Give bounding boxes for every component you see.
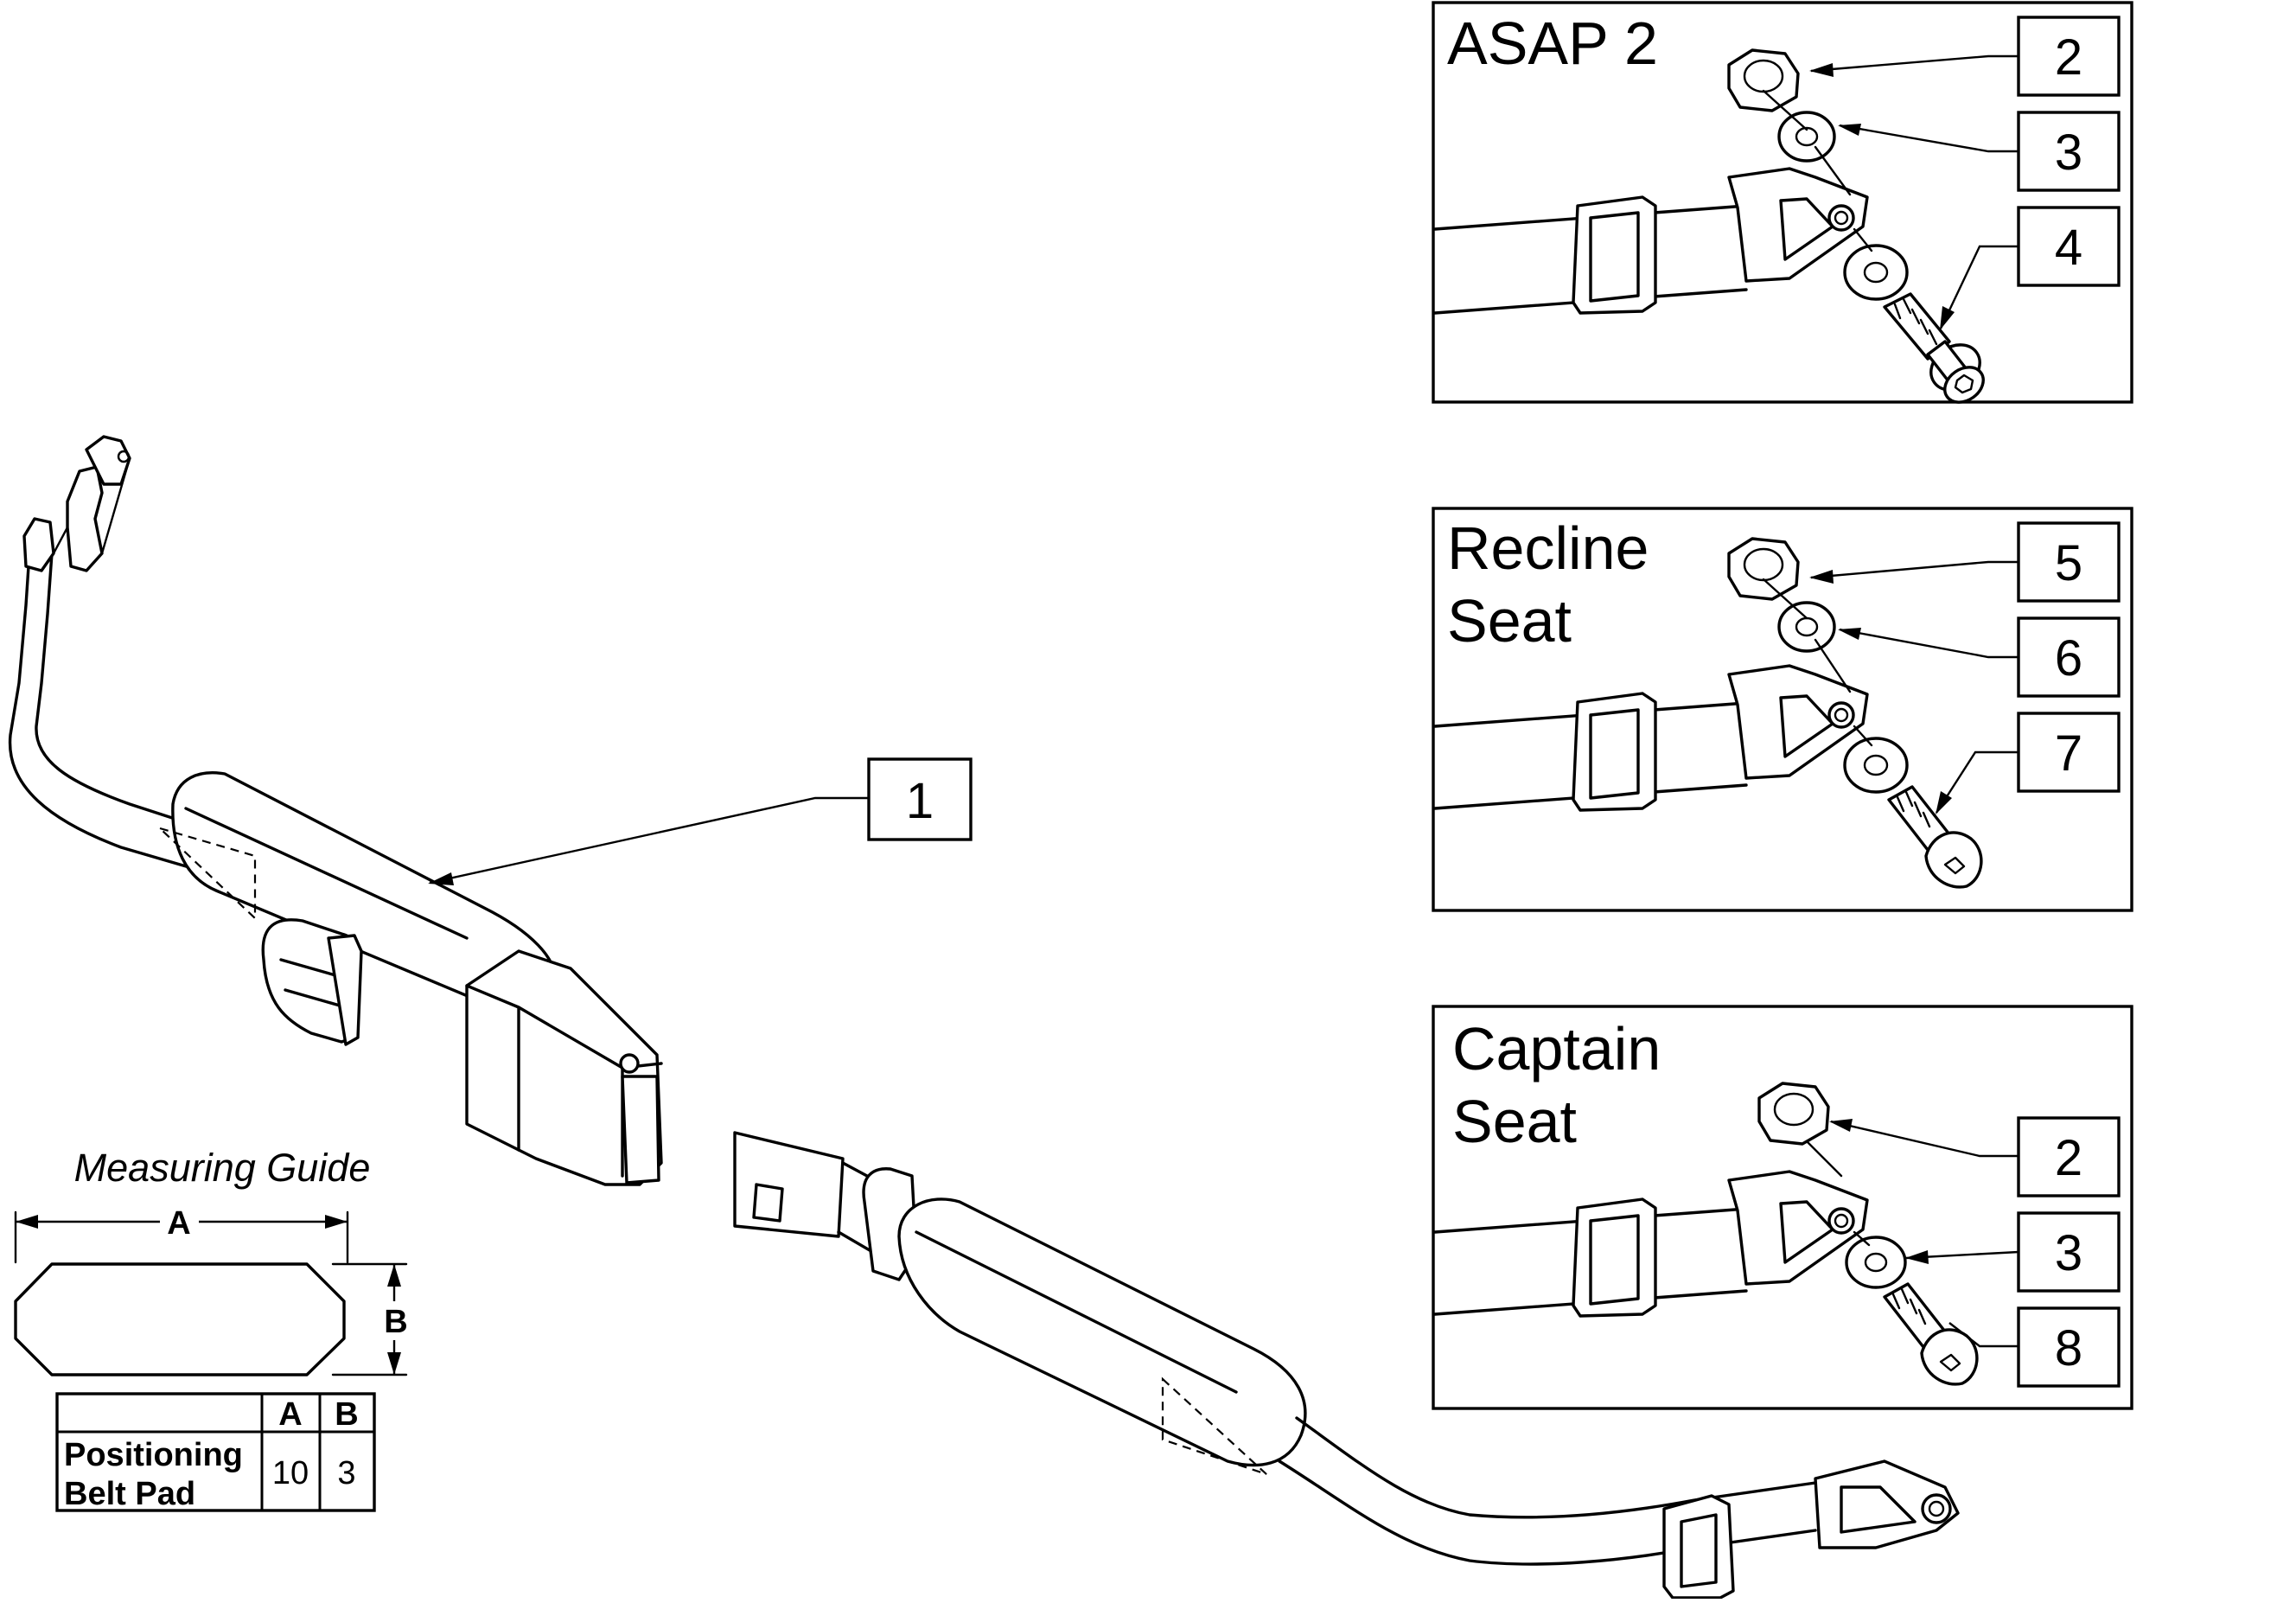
dim-a-label: A [167, 1205, 190, 1242]
washer [1777, 601, 1836, 653]
end-bracket-right [1814, 1459, 1960, 1549]
table-cell-a: 10 [272, 1455, 309, 1491]
panel-captain: Captain Seat [1432, 1005, 2133, 1410]
callout-recline-screw: 7 [2055, 725, 2082, 782]
panel-asap2: ASAP 2 [1432, 1, 2133, 404]
mount-bracket [1727, 167, 1869, 283]
mount-bracket [1727, 664, 1869, 780]
hex-nut [1727, 48, 1800, 112]
end-bracket-top [22, 435, 131, 572]
measuring-guide: Measuring Guide A B A B Positioning Belt… [14, 1146, 413, 1512]
washer [1777, 111, 1836, 163]
panel-captain-title-2: Seat [1452, 1088, 1577, 1155]
measurement-table: A B Positioning Belt Pad 10 3 [55, 1392, 376, 1512]
callout-recline-washer: 6 [2055, 630, 2082, 687]
callout-recline-nut: 5 [2055, 535, 2082, 591]
slide-buckle [1572, 195, 1657, 315]
panel-asap2-title: ASAP 2 [1447, 10, 1658, 77]
hex-nut [1757, 1082, 1830, 1146]
buckle-housing [465, 949, 663, 1186]
callout-asap2-washer: 3 [2055, 125, 2082, 181]
washer [1843, 244, 1909, 301]
table-cell-b: 3 [337, 1455, 355, 1491]
buckle-tongue [733, 1131, 845, 1238]
button-head-screw [1883, 1282, 1979, 1386]
d-ring-left [261, 918, 363, 1046]
callout-1-label: 1 [906, 773, 934, 829]
callout-asap2-nut: 2 [2055, 29, 2082, 86]
button-head-screw [1887, 785, 1983, 889]
pad-right [897, 1197, 1307, 1476]
dim-b-label: B [384, 1304, 407, 1340]
slide-buckle [1572, 692, 1657, 812]
hex-nut [1727, 537, 1800, 601]
table-header-b: B [335, 1396, 358, 1433]
washer [1845, 1236, 1907, 1289]
callout-captain-screw: 8 [2055, 1320, 2082, 1376]
panel-captain-title-1: Captain [1452, 1015, 1661, 1083]
pad-left [159, 771, 557, 1009]
buckle-slide-right [1662, 1494, 1735, 1600]
callout-1: 1 [428, 757, 973, 885]
belt-left-half [8, 435, 663, 1186]
slide-buckle [1572, 1197, 1657, 1318]
table-row-label-2: Belt Pad [64, 1476, 195, 1512]
belt-right-half [733, 1131, 1960, 1600]
callout-captain-nut: 2 [2055, 1130, 2082, 1186]
washer [1843, 737, 1909, 794]
callout-captain-washer: 3 [2055, 1225, 2082, 1281]
panel-recline-title-1: Recline [1447, 514, 1649, 582]
panel-recline-title-2: Seat [1447, 587, 1572, 655]
mount-bracket [1727, 1170, 1869, 1286]
callout-asap2-screw: 4 [2055, 220, 2082, 276]
measuring-guide-title: Measuring Guide [74, 1146, 371, 1190]
table-header-a: A [278, 1396, 302, 1433]
pad-outline [14, 1262, 346, 1376]
panel-recline: Recline Seat [1432, 507, 2133, 912]
table-row-label-1: Positioning [64, 1437, 243, 1473]
socket-cap-screw [1883, 292, 1985, 404]
